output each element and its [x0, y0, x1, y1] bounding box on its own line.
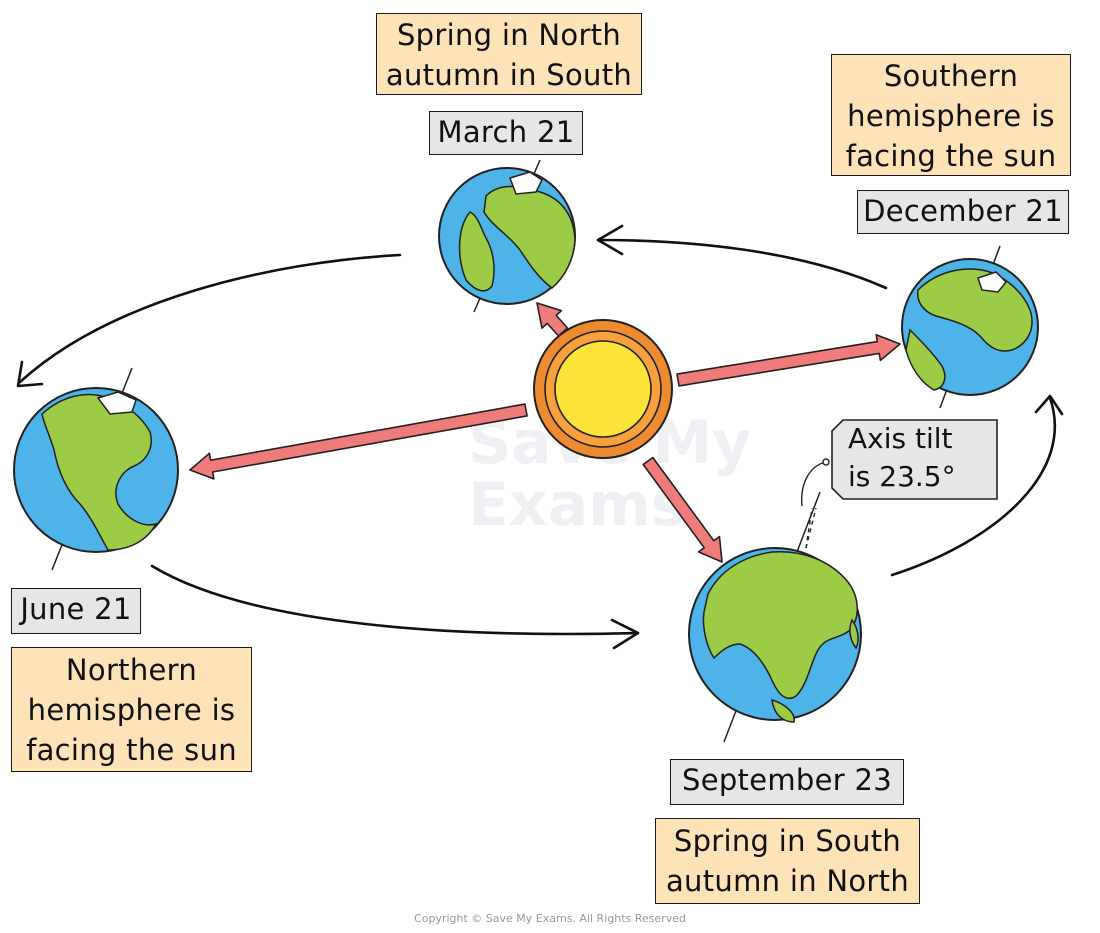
- march-note: Spring in North autumn in South: [376, 13, 642, 95]
- axis-tilt-indicator: [801, 458, 830, 549]
- december-date-label: December 21: [857, 190, 1069, 234]
- axis-tilt-label: Axis tilt is 23.5°: [848, 422, 956, 493]
- september-note: Spring in South autumn in North: [655, 818, 920, 904]
- sunlight-arrow-september: [642, 456, 723, 563]
- arrowhead-september: [610, 618, 640, 650]
- axis-tilt-tag: [831, 419, 998, 500]
- earth-march: [438, 159, 576, 313]
- orbit-arrow-september-to-december: [890, 396, 1057, 577]
- december-note: Southern hemisphere is facing the sun: [831, 54, 1071, 176]
- orbit-path: [18, 238, 1057, 636]
- earth-december: [901, 245, 1039, 409]
- june-note: Northern hemisphere is facing the sun: [11, 647, 252, 772]
- orbit-arrow-june-to-september: [150, 564, 640, 636]
- arrowhead-december: [1034, 394, 1064, 416]
- june-date-label: June 21: [11, 588, 141, 634]
- earth-september: [688, 491, 862, 743]
- sun: [533, 319, 673, 459]
- sunlight-arrows: [189, 302, 901, 563]
- march-date-label: March 21: [429, 111, 583, 155]
- copyright-notice: Copyright © Save My Exams. All Rights Re…: [414, 912, 686, 925]
- earth-june: [13, 367, 179, 571]
- orbit-arrow-march-to-june: [18, 253, 402, 384]
- sunlight-arrow-december: [676, 333, 901, 387]
- orbit-arrow-december-to-march: [596, 238, 888, 290]
- september-date-label: September 23: [670, 759, 904, 805]
- sunlight-arrow-june: [189, 403, 528, 480]
- arrowhead-june: [16, 360, 44, 388]
- arrowhead-march: [596, 224, 624, 256]
- sunlight-arrow-march: [536, 302, 569, 337]
